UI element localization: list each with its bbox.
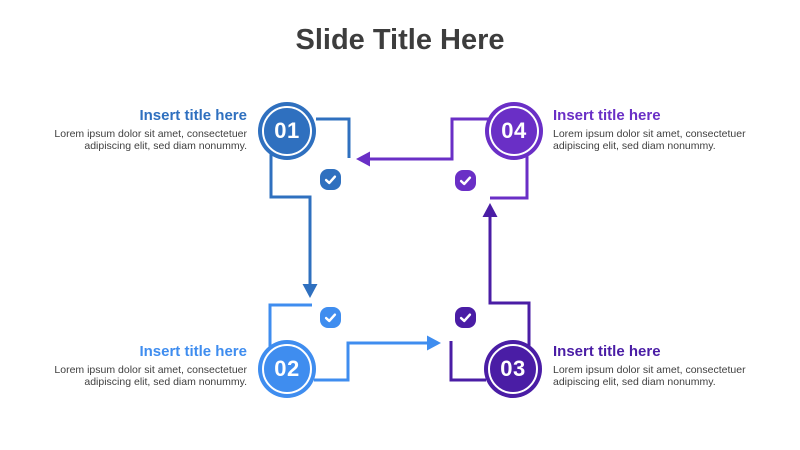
step-title: Insert title here <box>553 343 661 360</box>
step-04-text-block: Insert title here Lorem ipsum dolor sit … <box>553 106 746 152</box>
connector-line <box>316 117 351 158</box>
connector-line <box>268 303 312 352</box>
connector-line <box>314 341 427 382</box>
step-description-line: adipiscing elit, sed diam nonummy. <box>553 376 716 388</box>
connector-step4 <box>356 117 529 200</box>
connector-line <box>490 150 529 200</box>
connector-line <box>449 341 486 382</box>
step-03-circle: 03 <box>484 340 542 398</box>
step-number: 04 <box>501 118 527 143</box>
arrow-left-icon <box>356 151 370 167</box>
step-04-circle: 04 <box>485 102 543 160</box>
check-badge-step4 <box>455 170 476 191</box>
step-title: Insert title here <box>139 107 247 124</box>
step-description-line: Lorem ipsum dolor sit amet, consectetuer <box>553 128 746 140</box>
step-description-line: Lorem ipsum dolor sit amet, consectetuer <box>54 364 247 376</box>
step-description-line: adipiscing elit, sed diam nonummy. <box>553 140 716 152</box>
step-description-line: Lorem ipsum dolor sit amet, consectetuer <box>54 128 247 140</box>
check-icon <box>324 313 337 323</box>
check-badge-step1 <box>320 169 341 190</box>
connector-step2 <box>268 303 441 382</box>
arrow-down-icon <box>302 284 318 298</box>
step-number: 01 <box>274 118 300 143</box>
step-description-line: Lorem ipsum dolor sit amet, consectetuer <box>553 364 746 376</box>
check-badge-step2 <box>320 307 341 328</box>
step-01-circle: 01 <box>258 102 316 160</box>
connector-line <box>370 117 489 161</box>
step-02-circle: 02 <box>258 340 316 398</box>
step-title: Insert title here <box>139 343 247 360</box>
arrow-up-icon <box>482 203 498 217</box>
step-01-text-block: Insert title here Lorem ipsum dolor sit … <box>54 106 247 152</box>
step-description-line: adipiscing elit, sed diam nonummy. <box>84 140 247 152</box>
check-icon <box>459 176 472 186</box>
connector-step1 <box>269 117 351 298</box>
step-title: Insert title here <box>553 107 661 124</box>
slide-title: Slide Title Here <box>295 24 505 56</box>
step-03-text-block: Insert title here Lorem ipsum dolor sit … <box>553 342 746 388</box>
arrow-right-icon <box>427 335 441 351</box>
connector-line <box>488 217 531 346</box>
check-icon <box>324 175 337 185</box>
check-badge-step3 <box>455 307 476 328</box>
step-number: 03 <box>500 356 526 381</box>
step-description-line: adipiscing elit, sed diam nonummy. <box>84 376 247 388</box>
connector-line <box>269 150 312 285</box>
step-02-text-block: Insert title here Lorem ipsum dolor sit … <box>54 342 247 388</box>
check-icon <box>459 313 472 323</box>
connector-step3 <box>449 203 531 382</box>
step-number: 02 <box>274 356 300 381</box>
